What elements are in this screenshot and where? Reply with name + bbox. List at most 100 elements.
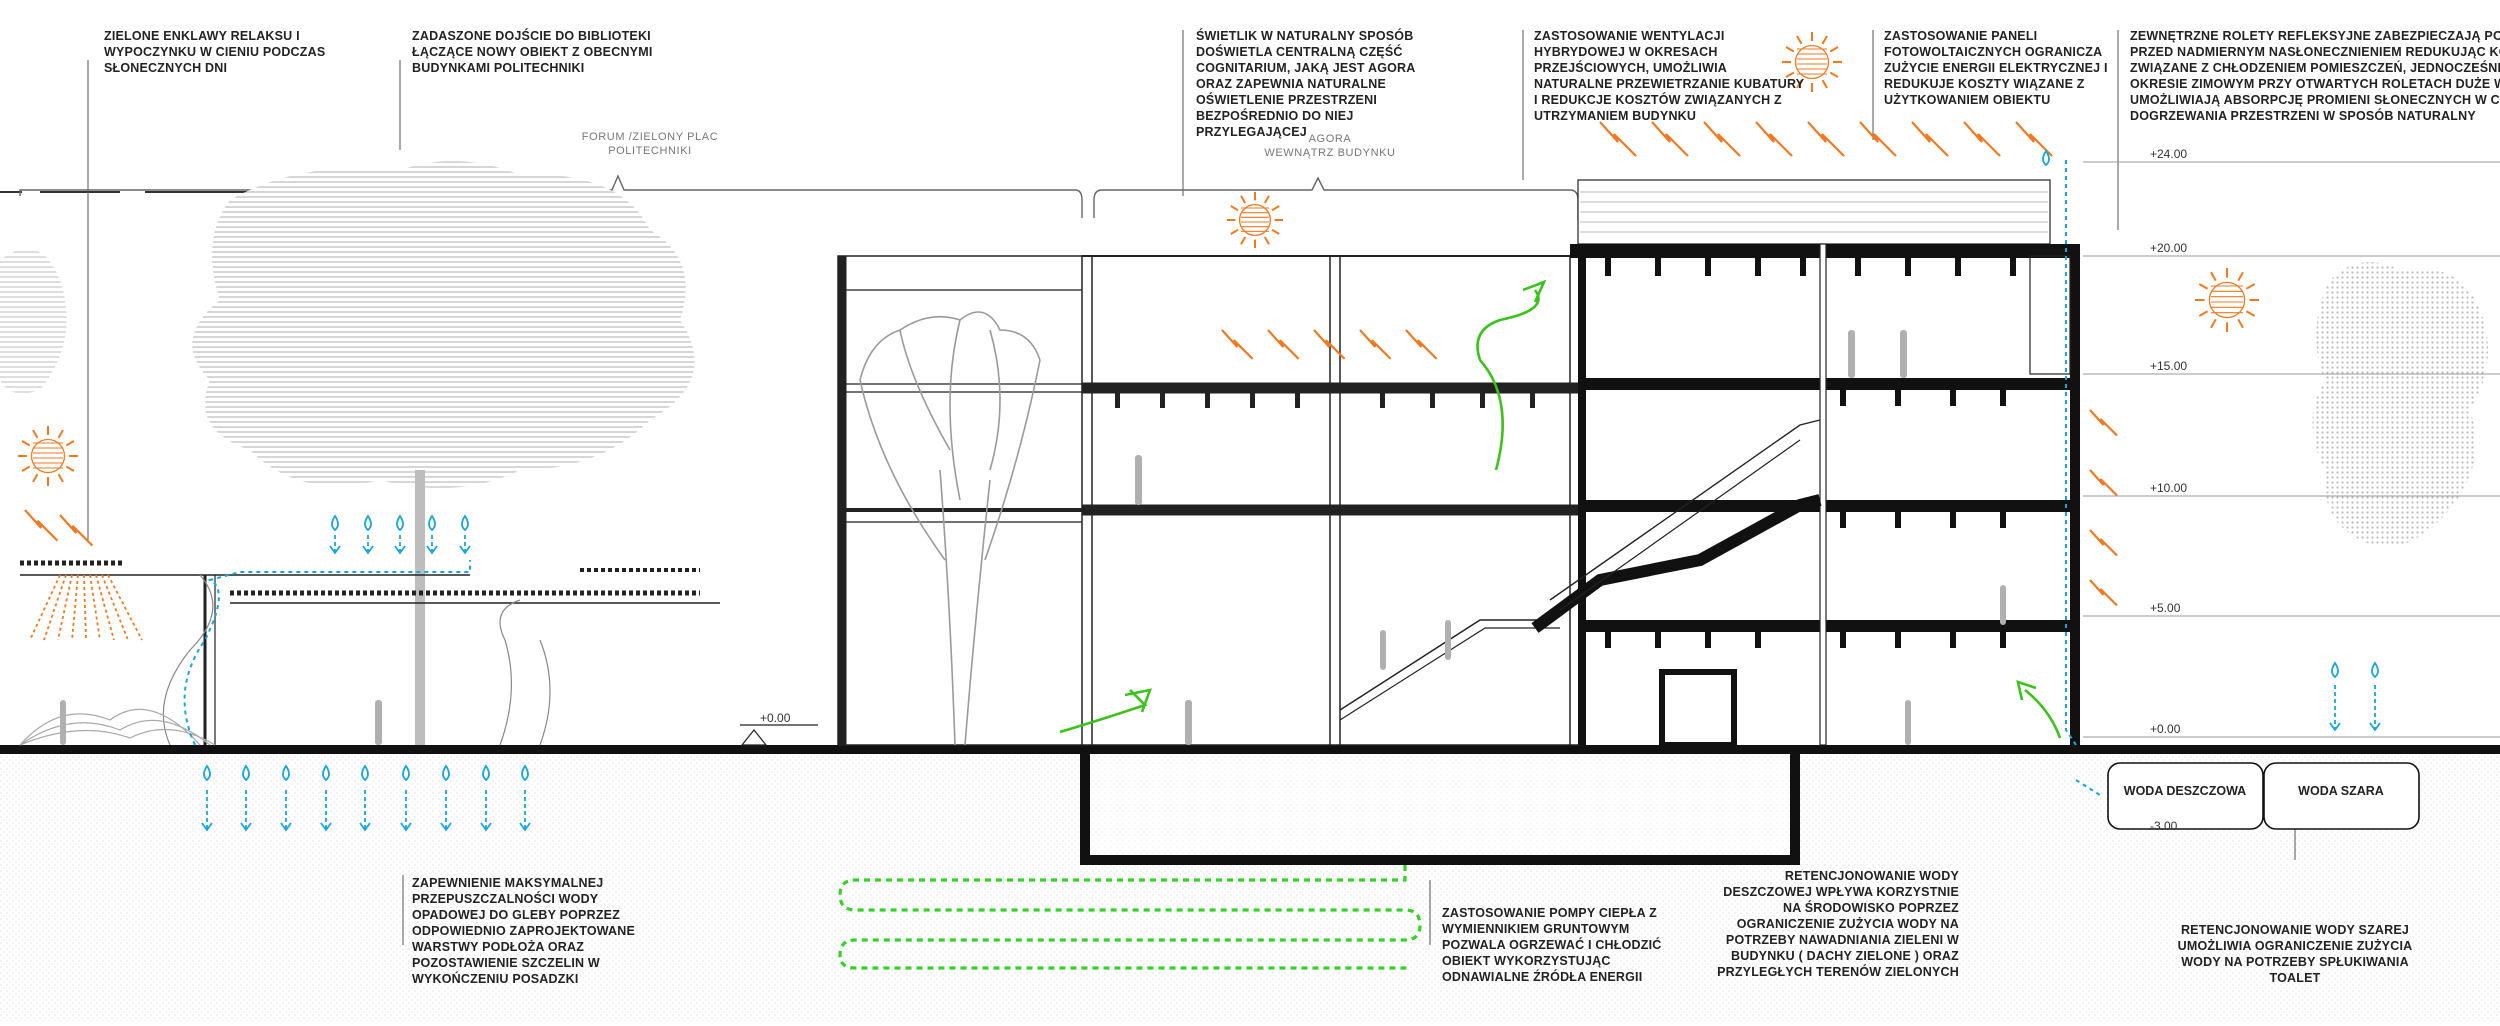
solar-ray-icon xyxy=(1599,121,1637,157)
raindrop-icon xyxy=(521,764,529,782)
solar-ray-icon xyxy=(2015,121,2053,157)
raindrop-icon xyxy=(329,535,341,555)
solar-ray-icon xyxy=(59,514,94,547)
solar-ray-icon xyxy=(2089,409,2118,437)
note-line: ZAPEWNIENIE MAKSYMALNEJ xyxy=(412,876,604,890)
solar-ray-icon xyxy=(71,574,79,641)
note-line: WARSTWY PODŁOŻA ORAZ xyxy=(412,940,585,954)
note-greywater-retention: RETENCJONOWANIE WODY SZAREJ UMOŻLIWIA OG… xyxy=(2150,922,2440,986)
raindrop-icon xyxy=(2371,661,2379,679)
note-line: SŁONECZNYCH DNI xyxy=(104,61,228,75)
person-icon xyxy=(60,330,2006,745)
level-minus-3: -3.00 xyxy=(2150,819,2178,833)
note-line: ZUŻYCIE ENERGII ELEKTRYCZNEJ I xyxy=(1884,61,2108,75)
note-line: NA ŚRODOWISKO POPRZEZ xyxy=(1783,901,1959,915)
rainwater-tank: WODA DESZCZOWA xyxy=(2107,762,2264,830)
note-line: OŚWIETLENIE PRZESTRZENI xyxy=(1196,93,1377,107)
forum-brace xyxy=(19,174,1083,218)
note-line: ZADASZONE DOJŚCIE DO BIBLIOTEKI xyxy=(412,29,651,43)
note-line: ŁĄCZĄCE NOWY OBIEKT Z OBECNYMI xyxy=(412,45,653,59)
solar-ray-icon xyxy=(2089,529,2118,557)
ground-level-label: +0.00 xyxy=(760,711,791,725)
solar-ray-icon xyxy=(1703,121,1741,157)
solar-ray-icon xyxy=(2089,469,2118,497)
raindrop-icon xyxy=(480,790,492,832)
note-line: ORAZ ZAPEWNIA NATURALNE xyxy=(1196,77,1387,91)
note-line: REDUKUJE KOSZTY WIĄZANE Z xyxy=(1884,77,2085,91)
note-line: DOŚWIETLA CENTRALNĄ CZĘŚĆ xyxy=(1196,45,1403,59)
note-line: ODPOWIEDNIO ZAPROJEKTOWANE xyxy=(412,924,636,938)
note-line: RETENCJONOWANIE WODY xyxy=(1784,869,1959,883)
ground-line xyxy=(0,745,2500,754)
forum-label-line-1: FORUM /ZIELONY PLAC xyxy=(582,131,719,143)
note-line: UMOŻLIWIA OGRANICZENIE ZUŻYCIA xyxy=(2177,939,2413,953)
note-pv-panels: ZASTOSOWANIE PANELI FOTOWOLTAICZNYCH OGR… xyxy=(1884,28,2108,108)
raindrop-icon xyxy=(2329,685,2341,732)
solar-ray-icon xyxy=(107,574,143,641)
note-line: UTRZYMANIEM BUDYNKU xyxy=(1534,109,1697,123)
water-flow-lines xyxy=(183,160,2101,796)
solar-ray-icon xyxy=(95,574,115,641)
raindrop-icon xyxy=(359,790,371,832)
note-line: WYKOŃCZENIU POSADZKI xyxy=(412,972,579,986)
level-20: +20.00 xyxy=(2150,241,2187,255)
sun-icon xyxy=(1227,192,1283,248)
level-10: +10.00 xyxy=(2150,481,2187,495)
note-green-enclaves: ZIELONE ENKLAWY RELAKSU I WYPOCZYNKU W C… xyxy=(104,28,325,76)
solar-ray-icon xyxy=(1313,329,1346,360)
note-line: UMOŻLIWIAJĄ ABSORPCJĘ PROMIENI SŁONECZNY… xyxy=(2130,93,2500,107)
raindrop-icon xyxy=(280,790,292,832)
note-line: WODY NA POTRZEBY SPŁUKIWANIA xyxy=(2181,955,2409,969)
solar-ray-icon xyxy=(1911,121,1949,157)
note-line: NATURALNE PRZEWIETRZANIE KUBATURY xyxy=(1534,77,1805,91)
raindrop-icon xyxy=(364,514,372,532)
note-skylight: ŚWIETLIK W NATURALNY SPOSÓB DOŚWIETLA CE… xyxy=(1196,28,1416,140)
note-line: OPADOWEJ DO GLEBY POPRZEZ xyxy=(412,908,621,922)
note-line: OKRESIE ZIMOWYM PRZY OTWARTYCH ROLETACH … xyxy=(2130,77,2500,91)
solar-ray-icon xyxy=(1405,329,1438,360)
level-axis: +24.00 +20.00 +15.00 +10.00 +5.00 +0.00 … xyxy=(2083,147,2500,833)
pavilion-canopy xyxy=(20,560,720,746)
note-line: ZWIĄZANE Z CHŁODZENIEM POMIESZCZEŃ, JEDN… xyxy=(2130,61,2500,75)
sun-group xyxy=(18,32,2259,486)
solar-ray-icon xyxy=(1859,121,1897,157)
raindrop-icon xyxy=(394,535,406,555)
sun-icon xyxy=(18,426,78,486)
raindrop-icon xyxy=(402,764,410,782)
agora-brace xyxy=(1093,176,1579,220)
note-line: TOALET xyxy=(2269,971,2321,985)
note-line: POZOSTAWIENIE SZCZELIN W xyxy=(412,956,600,970)
solar-ray-icon xyxy=(1651,121,1689,157)
solar-ray-icon xyxy=(1755,121,1793,157)
raindrop-icon xyxy=(322,764,330,782)
raindrop-icon xyxy=(203,764,211,782)
note-line: POZWALA OGRZEWAĆ I CHŁODZIĆ xyxy=(1442,938,1662,952)
concrete-block xyxy=(1531,179,2080,748)
note-line: PRZYLEGŁYCH TERENÓW ZIELONYCH xyxy=(1717,965,1959,979)
note-line: ZIELONE ENKLAWY RELAKSU I xyxy=(104,29,300,43)
level-0: +0.00 xyxy=(2150,722,2181,736)
raindrop-icon xyxy=(400,790,412,832)
solar-ray-icon xyxy=(89,574,101,641)
greywater-tank-label: WODA SZARA xyxy=(2298,784,2384,798)
solar-ray-icon xyxy=(1267,329,1300,360)
greywater-tank: WODA SZARA xyxy=(2263,762,2420,830)
note-line: ZEWNĘTRZNE ROLETY REFLEKSYJNE ZABEZPIECZ… xyxy=(2130,29,2500,43)
raindrop-icon xyxy=(2331,661,2339,679)
note-line: ZASTOSOWANIE WENTYLACJI xyxy=(1534,29,1725,43)
solar-ray-icon xyxy=(1963,121,2001,157)
rainwater-tank-label: WODA DESZCZOWA xyxy=(2124,784,2246,798)
heat-pump-loop xyxy=(838,865,1422,970)
raindrop-group xyxy=(201,149,2381,832)
raindrop-icon xyxy=(519,790,531,832)
raindrop-icon xyxy=(362,535,374,555)
raindrop-icon xyxy=(440,790,452,832)
note-line: DESZCZOWEJ WPŁYWA KORZYSTNIE xyxy=(1723,885,1959,899)
note-line: PRZEJŚCIOWYCH, UMOŻLIWIA xyxy=(1534,61,1727,75)
note-line: HYBRYDOWEJ W OKRESACH xyxy=(1534,45,1718,59)
raindrop-icon xyxy=(242,764,250,782)
solar-ray-icon xyxy=(57,574,73,641)
note-heat-pump: ZASTOSOWANIE POMPY CIEPŁA Z WYMIENNIKIEM… xyxy=(1442,905,1662,985)
